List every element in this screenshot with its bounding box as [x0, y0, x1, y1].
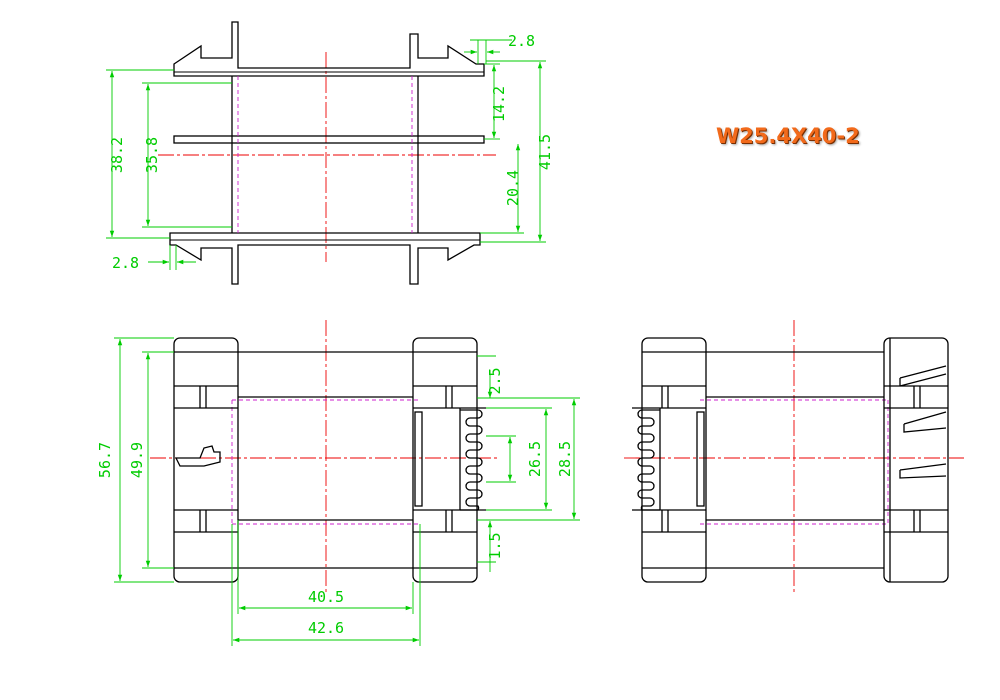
dim-label-14-2: 14.2 — [490, 86, 508, 122]
dim-label-2-8-top: 2.8 — [508, 32, 535, 50]
dim-label-40-5: 40.5 — [308, 588, 344, 606]
top-view: 38.2 35.8 2.8 14.2 20.4 41.5 2.8 — [106, 21, 554, 285]
middle-flange — [173, 135, 485, 144]
top-flange — [173, 21, 485, 77]
dim-label-28-5: 28.5 — [556, 441, 574, 477]
dim-label-56-7: 56.7 — [96, 442, 114, 478]
side-terminal-middle — [903, 411, 947, 433]
dim-label-49-9: 49.9 — [128, 442, 146, 478]
side-left-window — [696, 411, 705, 507]
side-terminal-upper — [899, 365, 947, 387]
dim-label-42-6: 42.6 — [308, 619, 344, 637]
dim-label-38-2: 38.2 — [108, 137, 126, 173]
side-left-flange — [641, 337, 707, 583]
front-view: 56.7 49.9 2.5 26.5 28.5 1.5 40.5 — [96, 320, 580, 646]
dim-label-20-4: 20.4 — [504, 170, 522, 206]
dim-label-2-5: 2.5 — [486, 367, 504, 394]
right-flange-outline — [412, 337, 478, 583]
part-title: W25.4X40-2 — [716, 124, 860, 148]
side-view — [624, 320, 964, 595]
side-right-flange — [883, 337, 949, 583]
side-terminal-lower — [899, 463, 947, 479]
left-flange-outline — [173, 337, 239, 583]
dim-label-2-8-bottom: 2.8 — [112, 254, 139, 272]
left-latch-tab — [174, 445, 221, 467]
dim-label-41-5: 41.5 — [536, 134, 554, 170]
dim-label-26-5: 26.5 — [526, 441, 544, 477]
bottom-flange — [169, 232, 481, 285]
dim-label-35-8: 35.8 — [143, 137, 161, 173]
side-pin-comb — [637, 409, 660, 511]
dim-label-1-5: 1.5 — [486, 532, 504, 559]
right-flange-window — [414, 411, 423, 507]
pin-comb — [460, 409, 483, 511]
